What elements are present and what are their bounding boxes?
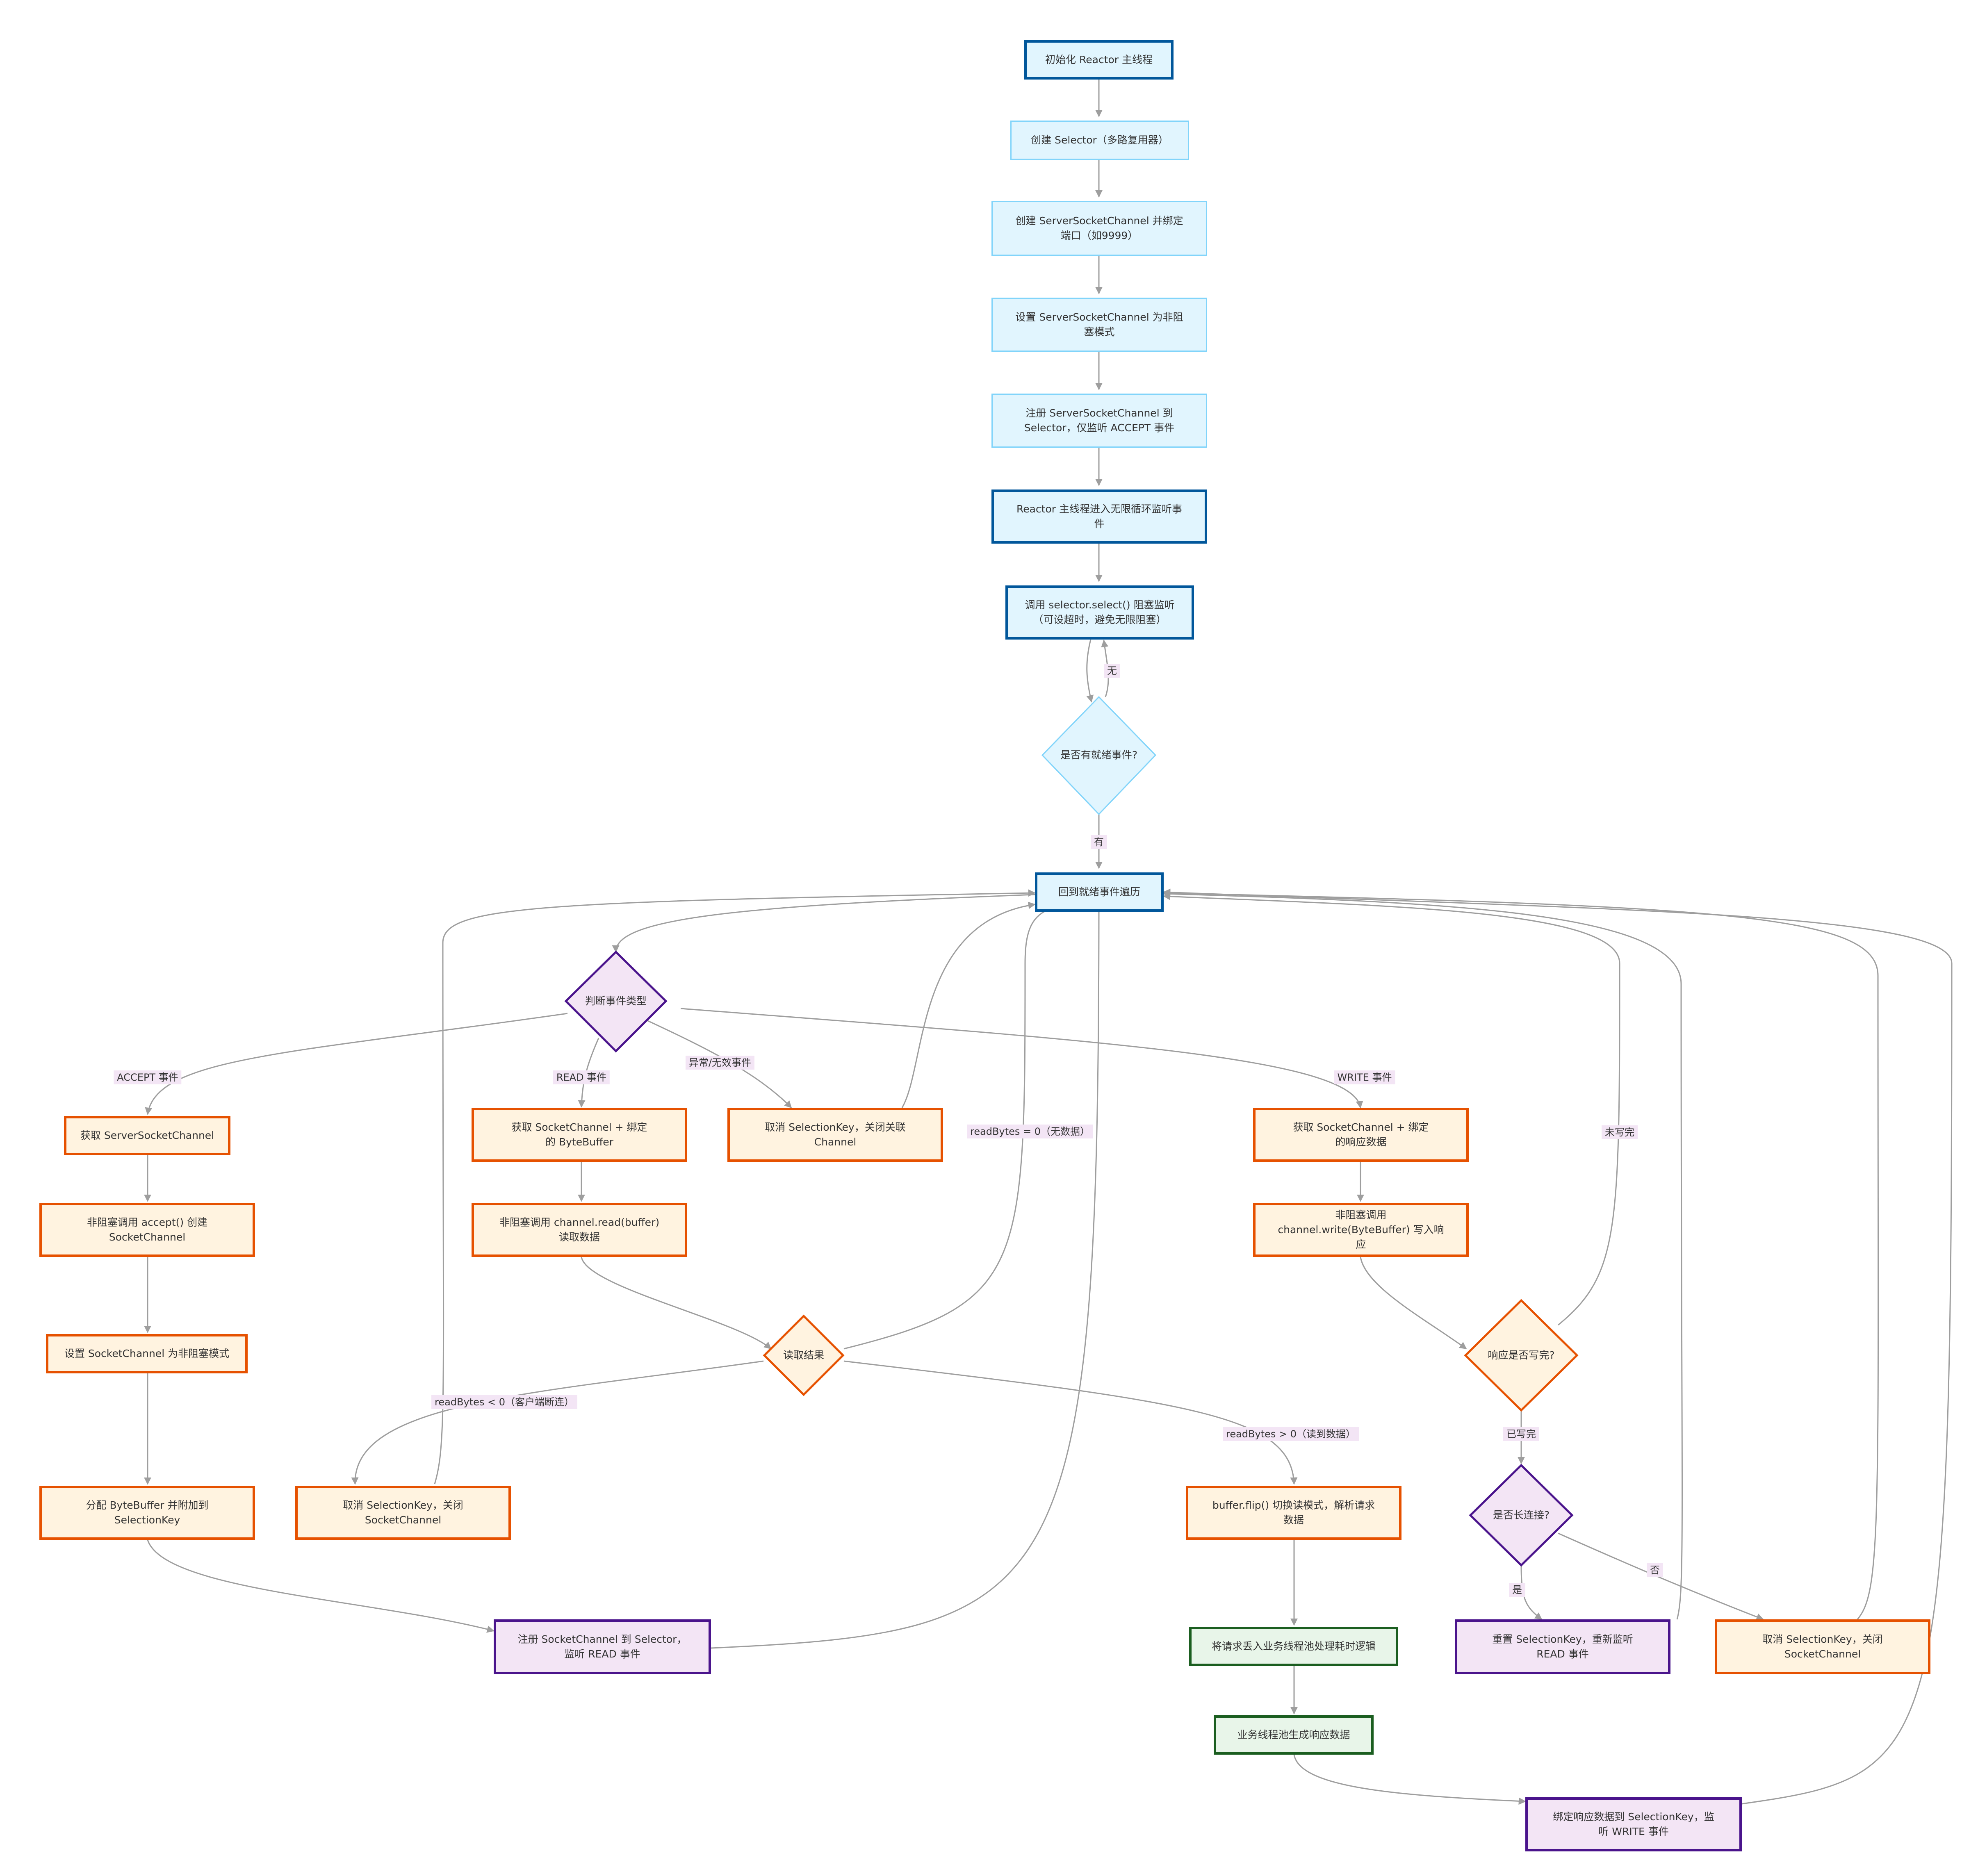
edge-keepalive-no — [1558, 1532, 1764, 1621]
edge-notwritten-iterate — [1163, 892, 1620, 1326]
node-get-write-data: 获取 SocketChannel + 绑定的响应数据 — [1253, 1108, 1469, 1162]
diamond-event-type — [564, 950, 668, 1053]
edge-eventtype-accept — [145, 1013, 568, 1115]
edge-reset-iterate — [1163, 890, 1683, 1620]
edge-select-ready — [1086, 639, 1094, 703]
diamond-has-ready — [1041, 696, 1157, 815]
node-cancel-close-label: 取消 SelectionKey，关闭 SocketChannel — [1762, 1633, 1883, 1660]
edge-label-written: 已写完 — [1503, 1427, 1539, 1441]
node-cancel-disconnect-label: 取消 SelectionKey，关闭 SocketChannel — [343, 1499, 463, 1526]
node-keep-alive-label: 是否长连接? — [1493, 1509, 1550, 1521]
node-submit-pool: 将请求丢入业务线程池处理耗时逻辑 — [1189, 1627, 1398, 1666]
node-get-write-data-label: 获取 SocketChannel + 绑定的响应数据 — [1293, 1121, 1429, 1148]
diamond-keep-alive — [1469, 1464, 1574, 1567]
edge-label-not-written: 未写完 — [1602, 1125, 1638, 1139]
edge-keepalive-yes — [1520, 1565, 1543, 1620]
node-get-ssc-label: 获取 ServerSocketChannel — [80, 1129, 214, 1141]
edge-iterate-eventtype — [612, 894, 1035, 953]
edge-pool-bind — [1293, 1754, 1526, 1805]
diamond-read-result — [763, 1314, 845, 1396]
node-reset-read: 重置 SelectionKey，重新监听 READ 事件 — [1455, 1619, 1670, 1674]
node-get-sc-buffer-label: 获取 SocketChannel + 绑定的 ByteBuffer — [511, 1121, 647, 1148]
edge-register-iterate — [711, 898, 1103, 1649]
node-init: 初始化 Reactor 主线程 — [1024, 40, 1174, 80]
node-read-result-label: 读取结果 — [783, 1349, 825, 1361]
node-cancel-disconnect: 取消 SelectionKey，关闭 SocketChannel — [295, 1486, 511, 1540]
node-create-ssc-label: 创建 ServerSocketChannel 并绑定端口（如9999） — [1015, 215, 1183, 241]
node-accept-label: 非阻塞调用 accept() 创建 SocketChannel — [87, 1216, 208, 1243]
node-read: 非阻塞调用 channel.read(buffer) 读取数据 — [472, 1203, 687, 1257]
node-create-selector-label: 创建 Selector（多路复用器） — [1031, 134, 1169, 146]
node-bind-write: 绑定响应数据到 SelectionKey，监听 WRITE 事件 — [1525, 1797, 1742, 1851]
node-has-ready-label: 是否有就绪事件? — [1060, 749, 1138, 761]
edge-result-positive — [843, 1360, 1298, 1485]
node-select: 调用 selector.select() 阻塞监听（可设超时，避免无限阻塞） — [1005, 585, 1194, 640]
edge-label-write: WRITE 事件 — [1334, 1070, 1395, 1084]
edge-invalid-iterate — [901, 902, 1036, 1108]
edge-result-zero — [843, 903, 1064, 1350]
edge-alloc-register — [147, 1539, 494, 1633]
node-reset-read-label: 重置 SelectionKey，重新监听 READ 事件 — [1492, 1633, 1633, 1660]
edge-label-read-negative: readBytes < 0（客户端断连） — [431, 1395, 578, 1409]
node-iterate: 回到就绪事件遍历 — [1035, 872, 1164, 912]
node-set-nonblock-sc-label: 设置 SocketChannel 为非阻塞模式 — [64, 1348, 230, 1359]
edge-label-none: 无 — [1104, 664, 1120, 678]
node-alloc-buffer-label: 分配 ByteBuffer 并附加到 SelectionKey — [86, 1499, 209, 1526]
edge-result-negative — [351, 1360, 764, 1485]
edge-write-done — [1360, 1257, 1467, 1350]
node-register-read: 注册 SocketChannel 到 Selector，监听 READ 事件 — [494, 1619, 711, 1674]
node-set-nonblock-ssc-label: 设置 ServerSocketChannel 为非阻塞模式 — [1015, 311, 1183, 338]
edge-label-read: READ 事件 — [553, 1070, 610, 1084]
node-register-read-label: 注册 SocketChannel 到 Selector，监听 READ 事件 — [517, 1633, 687, 1660]
node-loop: Reactor 主线程进入无限循环监听事件 — [991, 489, 1207, 544]
diamond-write-done — [1464, 1299, 1579, 1412]
node-cancel-close: 取消 SelectionKey，关闭 SocketChannel — [1715, 1619, 1930, 1674]
edge-read-result — [581, 1257, 772, 1350]
node-write: 非阻塞调用 channel.write(ByteBuffer) 写入响应 — [1253, 1203, 1469, 1257]
node-set-nonblock-sc: 设置 SocketChannel 为非阻塞模式 — [46, 1334, 248, 1373]
node-event-type-label: 判断事件类型 — [585, 995, 647, 1007]
edge-label-no: 否 — [1647, 1563, 1663, 1577]
node-pool-response-label: 业务线程池生成响应数据 — [1237, 1729, 1350, 1741]
node-get-sc-buffer: 获取 SocketChannel + 绑定的 ByteBuffer — [472, 1108, 687, 1162]
node-get-ssc: 获取 ServerSocketChannel — [64, 1116, 230, 1155]
node-set-nonblock-ssc: 设置 ServerSocketChannel 为非阻塞模式 — [991, 298, 1207, 352]
node-create-ssc: 创建 ServerSocketChannel 并绑定端口（如9999） — [991, 201, 1207, 256]
node-flip-label: buffer.flip() 切换读模式，解析请求数据 — [1212, 1499, 1375, 1526]
node-iterate-label: 回到就绪事件遍历 — [1058, 886, 1140, 898]
node-cancel-invalid: 取消 SelectionKey，关闭关联 Channel — [727, 1108, 943, 1162]
edge-cancelclose-iterate — [1163, 889, 1879, 1620]
node-select-label: 调用 selector.select() 阻塞监听（可设超时，避免无限阻塞） — [1025, 599, 1175, 626]
edge-label-accept: ACCEPT 事件 — [114, 1070, 182, 1084]
node-read-label: 非阻塞调用 channel.read(buffer) 读取数据 — [499, 1216, 660, 1243]
node-write-label: 非阻塞调用 channel.write(ByteBuffer) 写入响应 — [1278, 1209, 1444, 1250]
edge-cancel-iterate — [434, 889, 1036, 1484]
node-bind-write-label: 绑定响应数据到 SelectionKey，监听 WRITE 事件 — [1553, 1811, 1714, 1837]
node-write-done-label: 响应是否写完? — [1488, 1349, 1555, 1361]
node-pool-response: 业务线程池生成响应数据 — [1214, 1715, 1374, 1755]
node-accept: 非阻塞调用 accept() 创建 SocketChannel — [39, 1203, 255, 1257]
edge-bind-iterate — [1163, 888, 1953, 1805]
node-alloc-buffer: 分配 ByteBuffer 并附加到 SelectionKey — [39, 1486, 255, 1540]
edge-eventtype-write — [680, 1008, 1363, 1109]
edge-label-read-zero: readBytes = 0（无数据） — [966, 1125, 1094, 1138]
edge-label-yes: 是 — [1509, 1583, 1525, 1597]
node-register-accept-label: 注册 ServerSocketChannel 到 Selector，仅监听 AC… — [1024, 407, 1175, 434]
edge-label-invalid: 异常/无效事件 — [685, 1056, 755, 1070]
edge-label-yes-ready: 有 — [1091, 835, 1107, 849]
node-submit-pool-label: 将请求丢入业务线程池处理耗时逻辑 — [1211, 1640, 1376, 1652]
node-loop-label: Reactor 主线程进入无限循环监听事件 — [1016, 503, 1183, 530]
node-create-selector: 创建 Selector（多路复用器） — [1010, 121, 1189, 160]
node-cancel-invalid-label: 取消 SelectionKey，关闭关联 Channel — [765, 1121, 906, 1148]
node-register-accept: 注册 ServerSocketChannel 到 Selector，仅监听 AC… — [991, 394, 1207, 448]
edge-label-read-positive: readBytes > 0（读到数据） — [1222, 1427, 1359, 1441]
node-flip: buffer.flip() 切换读模式，解析请求数据 — [1186, 1486, 1401, 1540]
node-init-label: 初始化 Reactor 主线程 — [1045, 54, 1153, 66]
